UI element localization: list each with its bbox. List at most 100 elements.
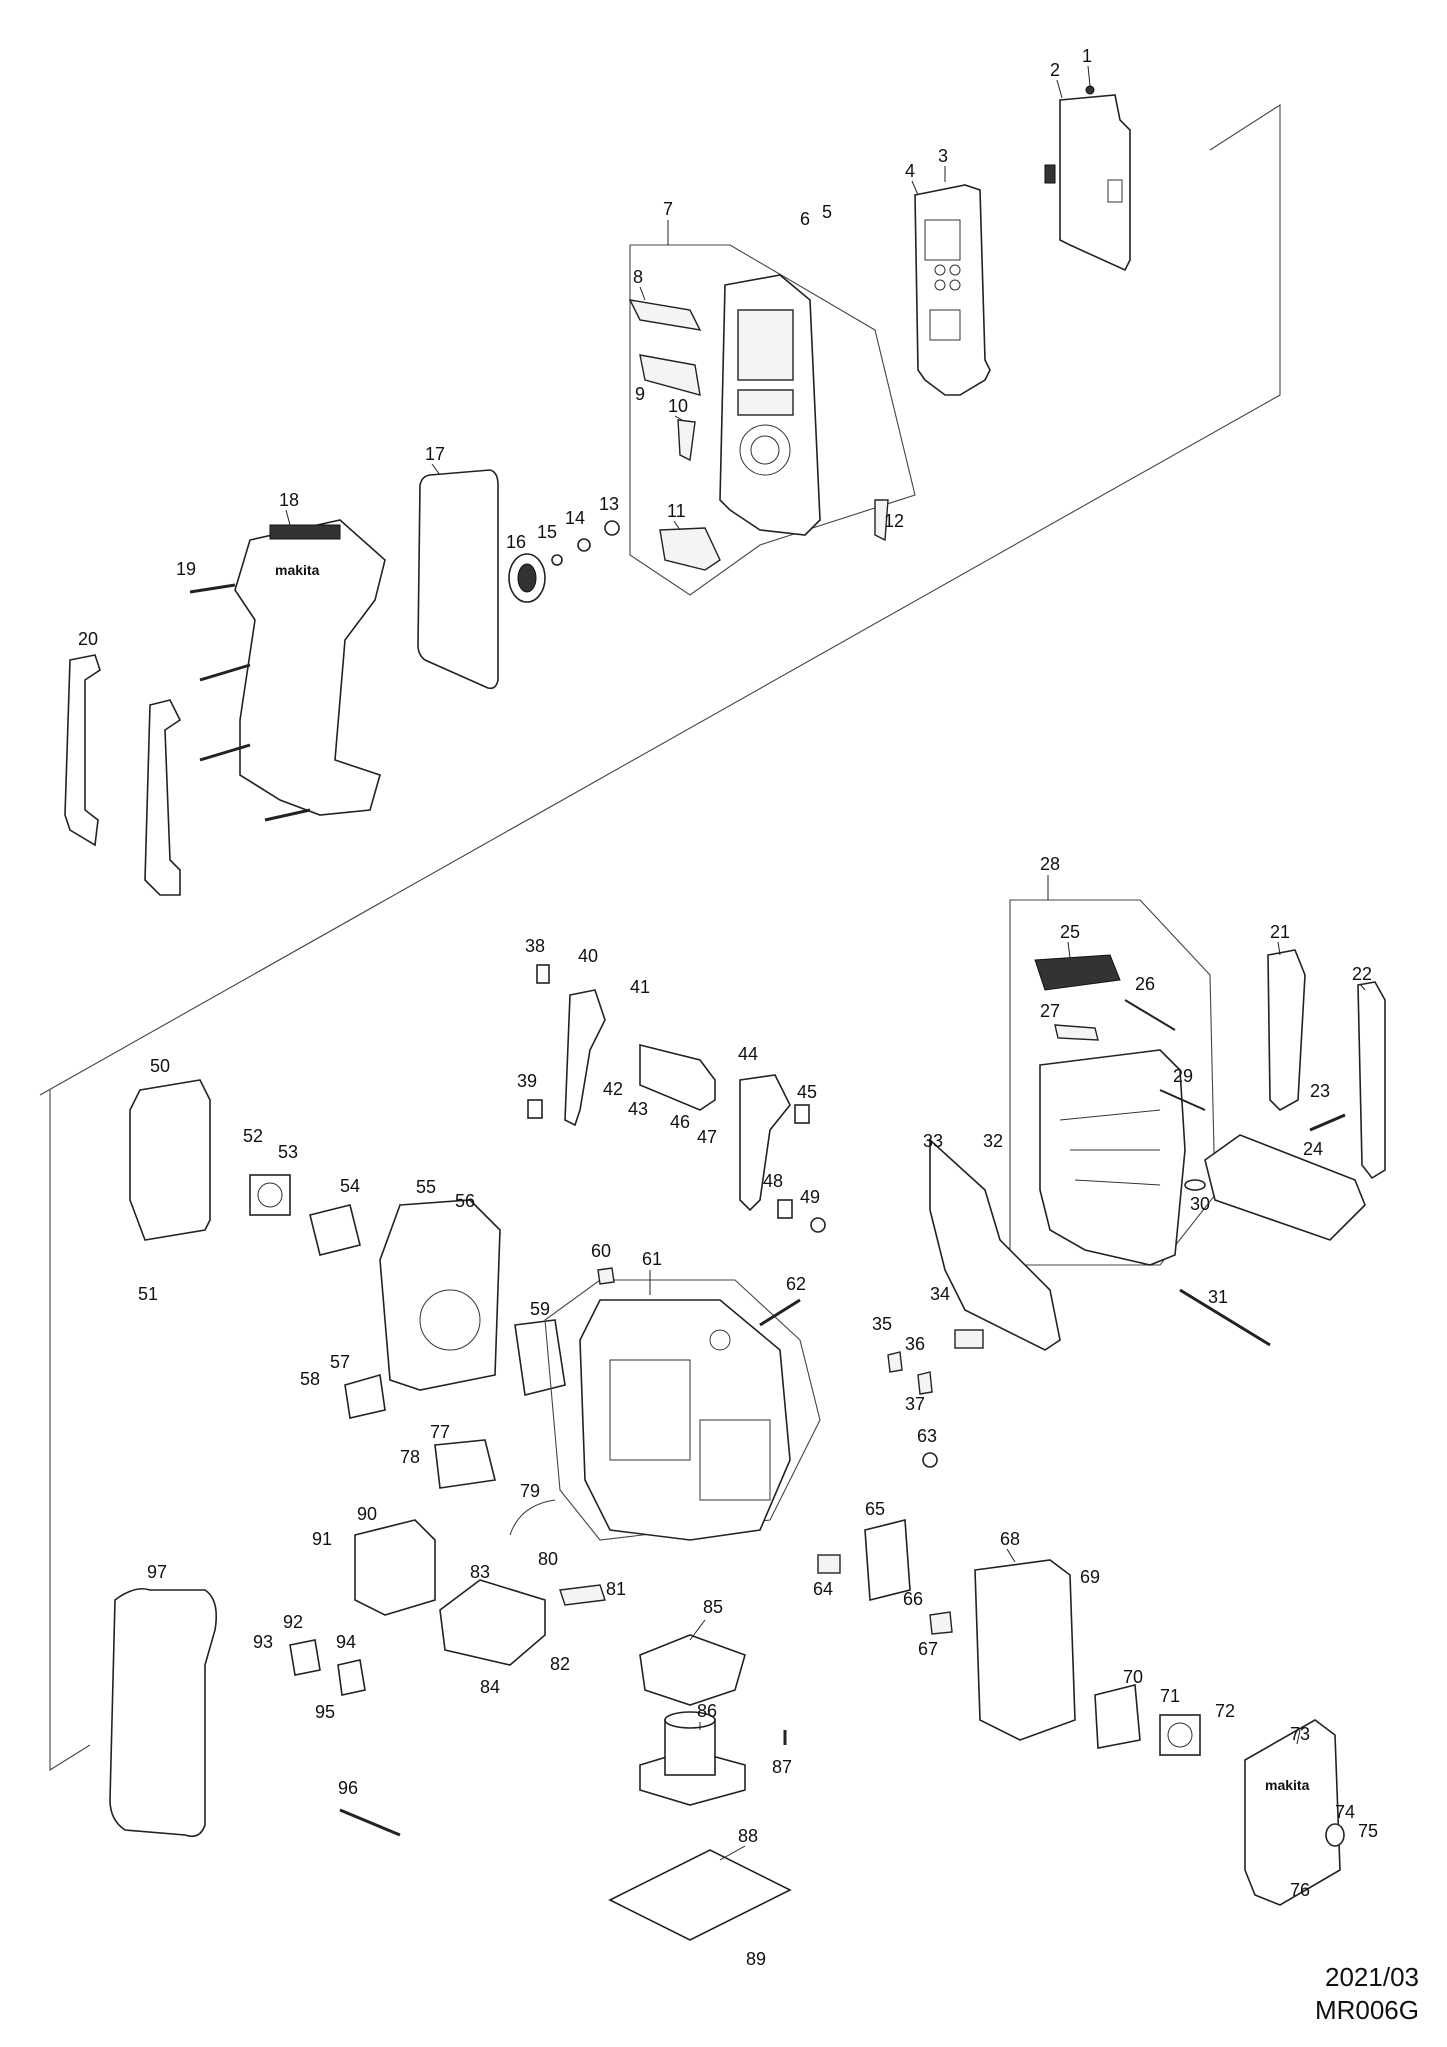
drawing-date: 2021/03 [1325,1962,1419,1992]
model-number: MR006G [1314,1995,1419,2025]
part-68-speaker-housing [974,1559,1076,1741]
part-23-screw [1309,1113,1346,1132]
callout-29: 29 [1173,1066,1193,1086]
part-81-bracket [559,1584,606,1606]
part-35-clip [887,1351,903,1373]
makita-logo-frame: makita [275,562,320,578]
callout-labels: 1 2 3 4 5 6 7 8 9 10 11 12 13 14 15 16 1… [78,46,1378,1969]
callout-8: 8 [633,267,643,287]
leader-lines [285,65,1366,1861]
part-61-group-frame [544,1279,821,1541]
callout-21: 21 [1270,922,1290,942]
part-45-screw [794,1104,810,1124]
part-41-grip [639,1043,716,1111]
callout-15: 15 [537,522,557,542]
callout-55: 55 [416,1177,436,1197]
part-22-side-rail [1357,981,1386,1180]
part-83-gasket [439,1579,546,1666]
callout-20: 20 [78,629,98,649]
callout-36: 36 [905,1334,925,1354]
callout-12: 12 [884,511,904,531]
part-56-speaker-housing [379,1199,501,1391]
callout-79: 79 [520,1481,540,1501]
part-33-gasket [929,1138,1061,1351]
callout-75: 75 [1358,1821,1378,1841]
callout-42: 42 [603,1079,623,1099]
part-38-screw [536,964,550,984]
part-40-handle-arm [564,989,606,1127]
part-10-tab [677,419,696,462]
callout-66: 66 [903,1589,923,1609]
part-17-gasket-panel [417,469,499,690]
callout-37: 37 [905,1394,925,1414]
part-24-battery-holder [1204,1134,1366,1241]
callout-77: 77 [430,1422,450,1442]
part-7-front-housing [629,244,916,596]
callout-16: 16 [506,532,526,552]
callout-19: 19 [176,559,196,579]
part-73-side-cover: makita [1244,1719,1341,1906]
callout-59: 59 [530,1299,550,1319]
part-54-gasket [309,1204,361,1256]
part-48-screw [777,1199,793,1219]
callout-61: 61 [642,1249,662,1269]
part-16-knob [508,553,546,603]
part-20-handle [64,654,101,847]
part-59-gasket [514,1319,566,1396]
callout-52: 52 [243,1126,263,1146]
part-2-rear-cover [1044,85,1131,272]
part-85-gasket [639,1634,746,1706]
callout-56: 56 [455,1191,475,1211]
part-62-screw [759,1298,801,1327]
callout-14: 14 [565,508,585,528]
part-44-handle-arm [739,1074,791,1212]
part-61-main-housing [579,1299,791,1541]
callout-38: 38 [525,936,545,956]
part-27-clip [1054,1024,1099,1041]
callout-82: 82 [550,1654,570,1674]
callout-50: 50 [150,1056,170,1076]
callout-65: 65 [865,1499,885,1519]
callout-34: 34 [930,1284,950,1304]
callout-39: 39 [517,1071,537,1091]
callout-95: 95 [315,1702,335,1722]
callout-51: 51 [138,1284,158,1304]
callout-94: 94 [336,1632,356,1652]
part-21-side-rail [1267,949,1306,1111]
callout-90: 90 [357,1504,377,1524]
part-11-bracket [659,527,721,571]
part-31-rod [1179,1288,1271,1347]
callout-83: 83 [470,1562,490,1582]
part-66-clip [929,1611,953,1635]
callout-49: 49 [800,1187,820,1207]
callout-76: 76 [1290,1880,1310,1900]
callout-78: 78 [400,1447,420,1467]
part-53-speaker [249,1174,291,1216]
part-71-speaker [1159,1714,1201,1756]
callout-60: 60 [591,1241,611,1261]
part-74-knob [1325,1823,1345,1847]
callout-10: 10 [668,396,688,416]
part-70-gasket [1094,1683,1141,1749]
drawing-footer: 2021/03 MR006G [1315,1961,1419,2027]
part-86-woofer [639,1711,746,1806]
callout-48: 48 [763,1171,783,1191]
callout-44: 44 [738,1044,758,1064]
part-63-bushing [922,1452,938,1468]
callout-40: 40 [578,946,598,966]
callout-57: 57 [330,1352,350,1372]
callout-35: 35 [872,1314,892,1334]
callout-70: 70 [1123,1667,1143,1687]
makita-logo-cover: makita [1265,1777,1310,1793]
part-29-pin [1159,1089,1206,1111]
part-9-trim [639,354,701,396]
callout-30: 30 [1190,1194,1210,1214]
screw [199,663,251,682]
callout-1: 1 [1082,46,1092,66]
callout-88: 88 [738,1826,758,1846]
callout-73: 73 [1290,1724,1310,1744]
callout-67: 67 [918,1639,938,1659]
part-79-wire [509,1499,556,1536]
callout-86: 86 [697,1701,717,1721]
callout-69: 69 [1080,1567,1100,1587]
